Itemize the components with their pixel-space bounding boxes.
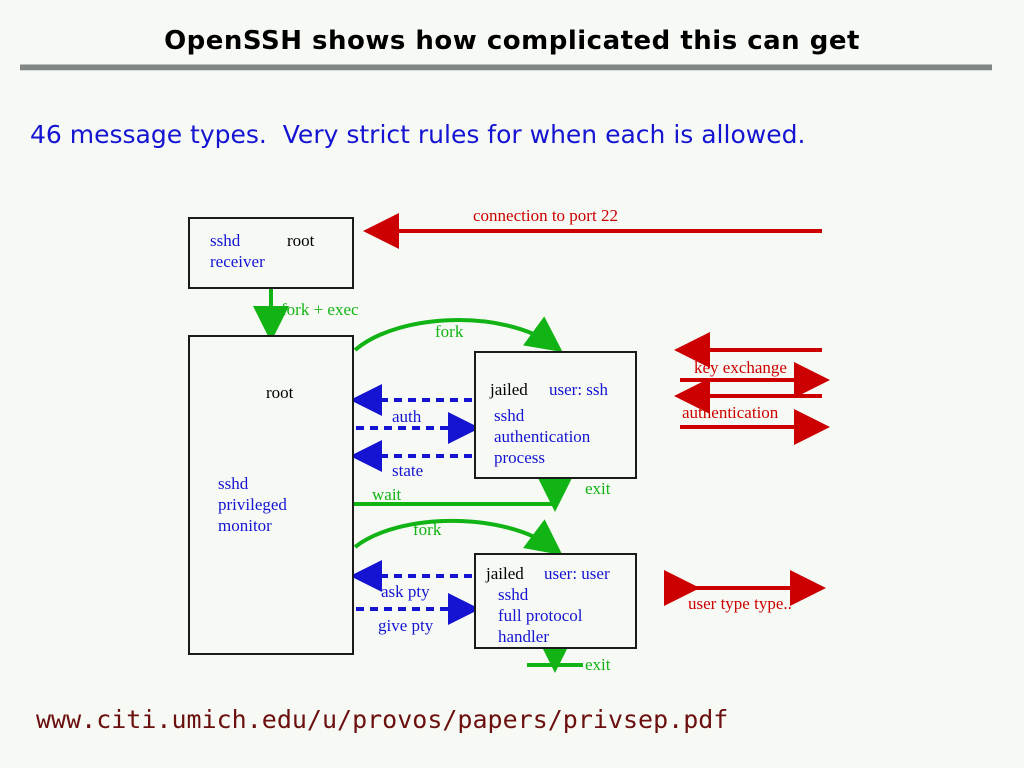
label-state: state	[392, 461, 424, 480]
label-give-pty: give pty	[378, 616, 434, 635]
receiver-line2: receiver	[210, 252, 265, 271]
auth-line3: process	[494, 448, 545, 467]
monitor-line3: monitor	[218, 516, 272, 535]
label-exit-2: exit	[585, 655, 611, 674]
label-fork-2: fork	[413, 520, 442, 539]
label-connection-to-port-22: connection to port 22	[473, 206, 618, 225]
monitor-line1: sshd	[218, 474, 249, 493]
handler-line2: full protocol	[498, 606, 583, 625]
arrow-exit-handler	[527, 637, 583, 673]
source-url[interactable]: www.citi.umich.edu/u/provos/papers/privs…	[36, 705, 729, 734]
privsep-diagram: sshd root receiver root sshd privileged …	[188, 206, 830, 674]
handler-line3: handler	[498, 627, 549, 646]
diagram-arrows	[253, 213, 830, 673]
box-sshd-authentication-process[interactable]: jailed user: ssh sshd authentication pro…	[474, 351, 637, 479]
label-ask-pty: ask pty	[381, 582, 430, 601]
auth-jailed-label: jailed	[490, 380, 528, 399]
box-sshd-full-protocol-handler[interactable]: jailed user: user sshd full protocol han…	[474, 553, 637, 649]
label-auth: auth	[392, 407, 422, 426]
auth-user-label: user: ssh	[549, 380, 609, 399]
label-fork-1: fork	[435, 322, 464, 341]
arrow-fork-to-auth	[353, 316, 563, 353]
subtitle-text: 46 message types. Very strict rules for …	[30, 120, 806, 149]
handler-user-label: user: user	[544, 564, 610, 583]
monitor-owner: root	[266, 383, 294, 402]
label-user-type: user type type..	[688, 594, 792, 613]
auth-line1: sshd	[494, 406, 525, 425]
auth-line2: authentication	[494, 427, 591, 446]
label-wait: wait	[372, 485, 402, 504]
monitor-line2: privileged	[218, 495, 287, 514]
page-title: OpenSSH shows how complicated this can g…	[164, 26, 860, 56]
receiver-owner: root	[287, 231, 315, 250]
handler-line1: sshd	[498, 585, 529, 604]
box-sshd-receiver[interactable]: sshd root receiver	[188, 217, 354, 289]
label-key-exchange: key exchange	[694, 358, 787, 377]
label-fork-exec: fork + exec	[281, 300, 359, 319]
box-sshd-privileged-monitor[interactable]: root sshd privileged monitor	[188, 335, 354, 655]
label-authentication: authentication	[682, 403, 779, 422]
title-divider	[20, 64, 992, 71]
arrow-fork-to-handler	[353, 518, 563, 556]
receiver-line1: sshd	[210, 231, 241, 250]
handler-jailed-label: jailed	[486, 564, 524, 583]
label-exit-1: exit	[585, 479, 611, 498]
